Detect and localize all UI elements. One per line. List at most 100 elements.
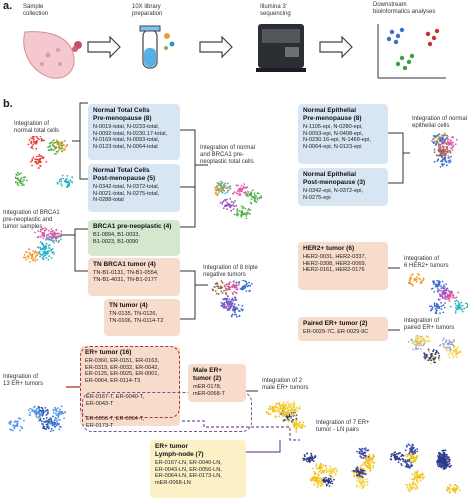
tsne-dot: [448, 143, 450, 146]
tsne-dot: [440, 301, 442, 304]
tsne-dot: [439, 135, 441, 138]
arrow-icon: [319, 35, 353, 59]
tsne-dot: [329, 477, 332, 480]
tsne-dot: [46, 423, 49, 426]
tsne-dot: [444, 150, 447, 152]
tsne-dot: [42, 243, 45, 246]
tsne-dot: [294, 409, 297, 411]
tsne-dot: [371, 460, 373, 462]
tsne-dot: [318, 470, 320, 473]
tsne-dot: [419, 476, 422, 479]
tsne-dot: [276, 406, 279, 409]
tsne-dot: [416, 278, 418, 281]
tsne-dot: [325, 467, 328, 470]
tsne-dot: [8, 421, 11, 423]
tsne-dot: [455, 349, 457, 351]
tsne-dot: [241, 187, 244, 190]
tsne-dot: [225, 307, 228, 309]
tsne-dot: [40, 137, 43, 140]
tsne-dot: [284, 416, 287, 419]
tsne-dot: [45, 409, 47, 412]
tsne-dot: [315, 465, 318, 468]
tsne-dot: [285, 403, 288, 405]
tsne-dot: [223, 298, 225, 300]
tsne-dot: [278, 415, 280, 418]
tsne-dot: [318, 474, 320, 477]
tsne-dot: [367, 467, 370, 469]
tsne-dot: [236, 315, 238, 318]
tsne-dot: [454, 143, 457, 145]
tsne-dot: [292, 413, 295, 416]
tsne-dot: [245, 217, 248, 220]
tsne-dot: [46, 252, 48, 254]
tsne-dot: [408, 444, 411, 447]
tsne-dot: [415, 348, 417, 351]
integration-label-normal-epi: Integration of normal epithelial cells: [412, 116, 468, 129]
tsne-dot: [435, 283, 438, 286]
tsne-dot: [44, 252, 47, 255]
tsne-dot: [372, 466, 374, 469]
tsne-dot: [216, 186, 218, 188]
tsne-dot: [54, 146, 57, 149]
tsne-dot: [51, 143, 54, 146]
tsne-dot: [361, 476, 364, 479]
tsne-dot: [286, 401, 289, 403]
tsne-dot: [45, 242, 48, 245]
tsne-dot: [424, 357, 427, 360]
tsne-dot: [233, 306, 235, 309]
tsne-dot: [279, 405, 282, 408]
tsne-dot: [29, 411, 31, 414]
tsne-dot: [57, 141, 59, 144]
tsne-dot: [406, 460, 409, 463]
tsne-dot: [31, 147, 34, 150]
tsne-dot: [220, 286, 223, 289]
tsne-dot: [9, 423, 12, 426]
tsne-dot: [455, 306, 457, 309]
tsne-dot: [58, 180, 61, 183]
tsne-dot: [236, 288, 239, 291]
tsne-dot: [35, 415, 38, 418]
tsne-dot: [328, 465, 331, 468]
tsne-dot: [37, 158, 39, 161]
tsne-dot: [441, 456, 443, 459]
tsne-dot: [443, 140, 446, 143]
tsne-dot: [438, 137, 441, 140]
panel-a-label: a.: [3, 0, 13, 12]
tsne-dot: [242, 213, 245, 216]
tsne-dot: [51, 248, 54, 250]
tsne-dot: [441, 457, 443, 460]
tsne-dot: [223, 190, 226, 192]
tsne-dot: [394, 458, 397, 461]
tsne-dot: [437, 352, 440, 355]
tsne-dot: [457, 306, 459, 309]
tsne-dot: [31, 159, 34, 162]
tsne-dot: [410, 464, 412, 466]
tsne-dot: [366, 481, 369, 484]
er-tumor-red-dashed-outline: [80, 346, 180, 418]
box-her2-tumor: HER2+ tumor (6) HER2-0031, HER2-0337, HE…: [298, 242, 388, 290]
tsne-dot: [45, 256, 48, 259]
tsne-dot: [45, 423, 48, 426]
tsne-dot: [450, 140, 452, 142]
tsne-dot: [442, 465, 445, 468]
tsne-dot: [53, 419, 56, 422]
tsne-dot: [34, 250, 37, 252]
tsne-dot: [48, 235, 51, 238]
tsne-dot: [40, 155, 42, 157]
box-title: Paired ER+ tumor (2): [303, 320, 368, 327]
tsne-dot: [455, 308, 458, 311]
tsne-dot: [322, 483, 324, 486]
tsne-dot: [56, 420, 58, 423]
tsne-dot: [405, 483, 407, 486]
tsne-dot: [303, 454, 306, 456]
tsne-dot: [443, 306, 446, 309]
tsne-dot: [461, 308, 464, 310]
tsne-dot: [447, 289, 450, 292]
tsne-dot: [444, 139, 446, 141]
tsne-dot: [437, 288, 439, 290]
tsne-dot: [302, 424, 305, 427]
tsne-dot: [439, 457, 441, 460]
tsne-dot: [437, 455, 439, 457]
tsne-dot: [226, 191, 229, 193]
tsne-dot: [232, 305, 235, 307]
